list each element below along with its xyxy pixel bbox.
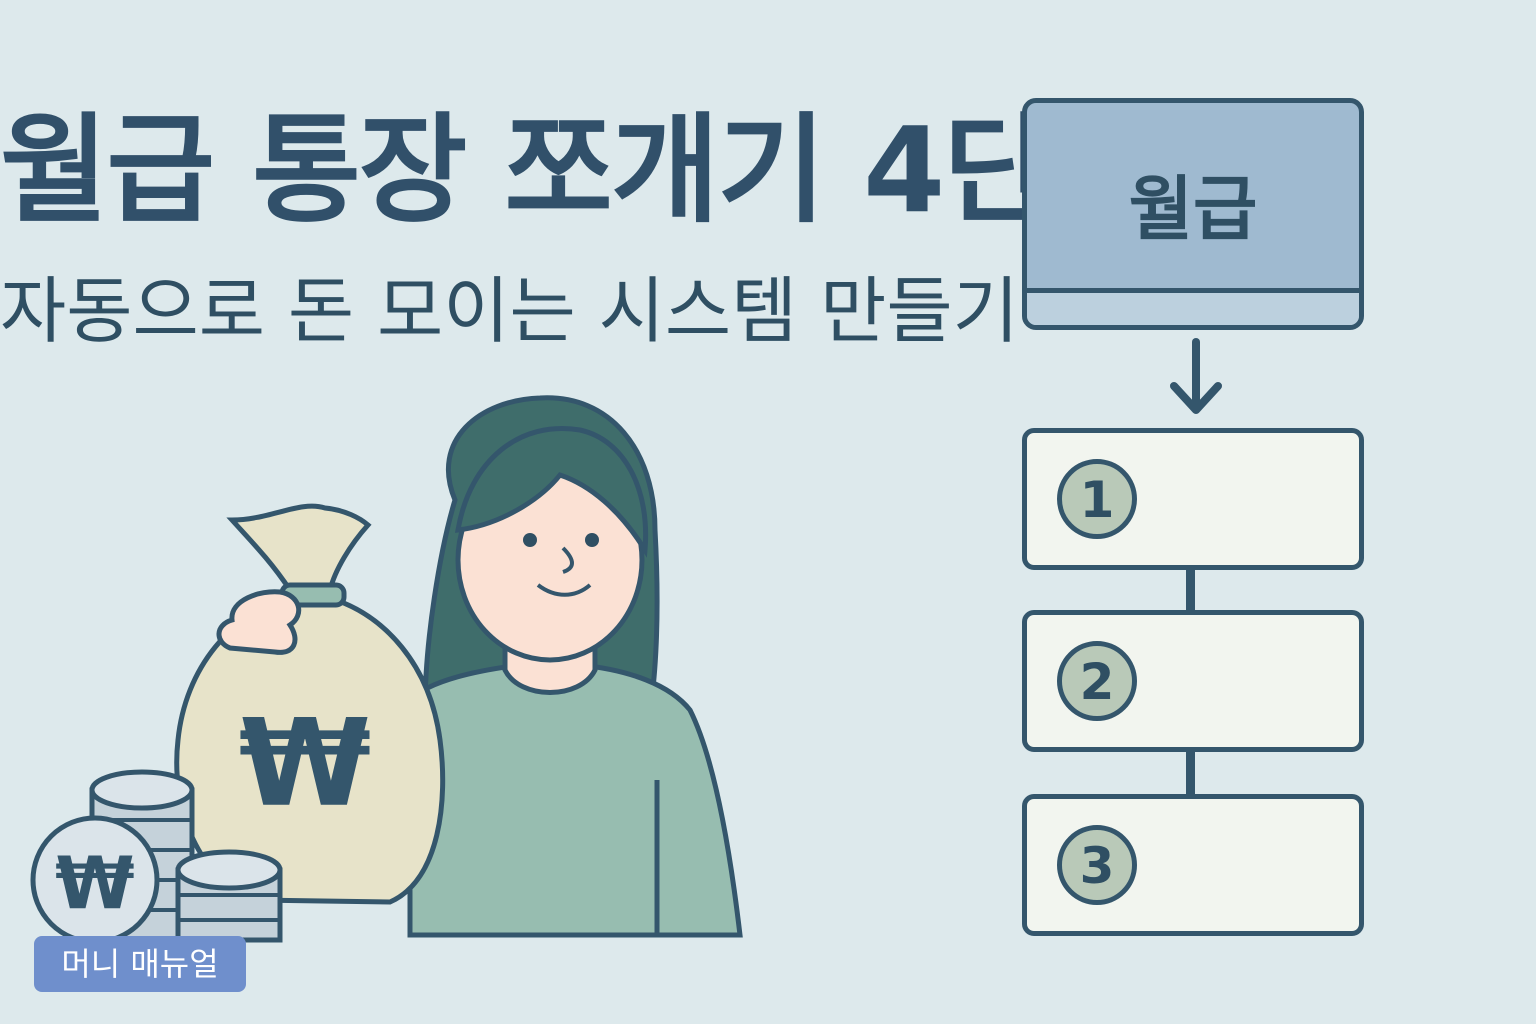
monitor-base [1027, 288, 1359, 325]
step-box-3: 3 [1022, 794, 1364, 936]
step-box-1: 1 [1022, 428, 1364, 570]
shirt [407, 662, 743, 938]
coin-large: ₩ [30, 815, 160, 945]
connector-line [1186, 752, 1195, 794]
right-eye [585, 533, 599, 547]
coin-symbol: ₩ [55, 841, 134, 925]
account-split-diagram: 월급 1 2 3 [1016, 92, 1378, 952]
money-bag-top [226, 503, 372, 593]
step-number-2: 2 [1057, 641, 1137, 721]
hair-fringe [454, 426, 649, 558]
page-title: 월급 통장 쪼개기 4단계 [0, 101, 1158, 239]
salary-monitor-box: 월급 [1022, 98, 1364, 330]
brand-badge: 머니 매뉴얼 [34, 936, 246, 992]
coin-stack-short [175, 849, 283, 943]
connector-line [1186, 570, 1195, 610]
left-eye [523, 533, 537, 547]
page-subtitle: 자동으로 돈 모이는 시스템 만들기 [0, 269, 1019, 353]
person-with-money-illustration: ₩ ₩ [30, 395, 743, 945]
down-arrow-icon [1170, 338, 1222, 414]
smile [536, 583, 592, 597]
step-number-3: 3 [1057, 825, 1137, 905]
step-number-1: 1 [1057, 459, 1137, 539]
money-bag [174, 592, 446, 905]
hand [216, 589, 302, 655]
salary-label: 월급 [1128, 168, 1258, 250]
money-bag-symbol: ₩ [239, 695, 371, 834]
step-box-2: 2 [1022, 610, 1364, 752]
